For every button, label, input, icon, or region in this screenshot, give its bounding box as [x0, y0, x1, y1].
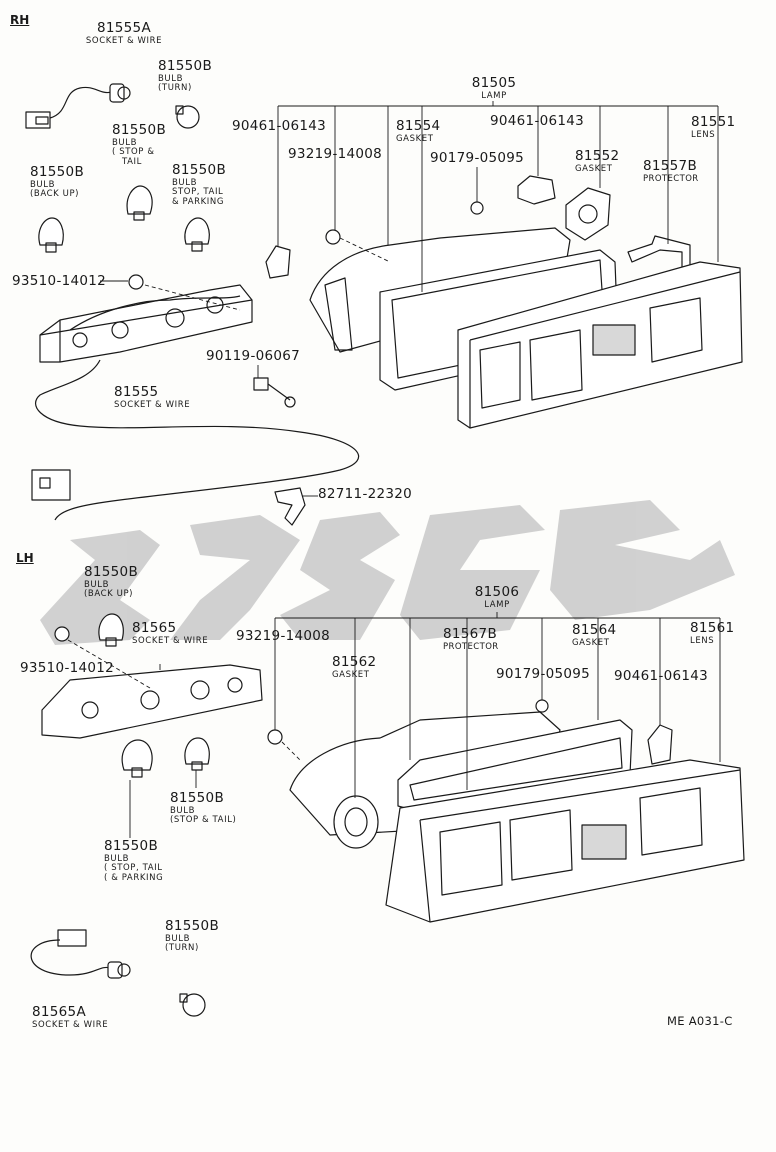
lh-bulb-backup-label: 81550B BULB (BACK UP)	[84, 564, 139, 599]
rh-socket-housing	[39, 284, 253, 363]
rh-socket-wire-label: 81555 SOCKET & WIRE	[114, 384, 191, 410]
rh-lens	[457, 261, 743, 429]
rh-bulb-stop-tail-parking	[184, 217, 210, 252]
rh-bulb-backup	[38, 217, 64, 253]
lh-screw-right	[647, 724, 673, 765]
rh-bolt-label: 90119-06067	[206, 348, 301, 364]
lh-screw-socket-label: 93510-14012	[20, 660, 115, 676]
lh-bulb-backup	[98, 613, 124, 647]
rh-screw-s-marker	[325, 229, 341, 245]
rh-lens-label: 81551 LENS	[691, 114, 736, 140]
rh-lamp-label: 81505 LAMP	[471, 75, 517, 101]
rh-socket-wire-a-label: 81555A SOCKET & WIRE	[85, 20, 163, 46]
lh-lens-label: 81561 LENS	[690, 620, 735, 646]
lh-bulb-stop-tail-parking	[121, 739, 153, 778]
diagram-code: ME A031-C	[667, 1014, 733, 1028]
lh-protector-label: 81567B PROTECTOR	[443, 626, 499, 652]
rh-clamp	[274, 487, 306, 526]
rh-screw-right	[517, 175, 556, 205]
rh-wire-harness	[31, 359, 360, 521]
lh-bulb-turn-label: 81550B BULB (TURN)	[165, 918, 220, 953]
lh-socket-wire-label: 81565 SOCKET & WIRE	[132, 620, 209, 646]
rh-nut	[470, 201, 484, 215]
rh-bolt	[253, 377, 296, 408]
lh-socket-housing	[41, 664, 263, 739]
lh-nut-label: 90179-05095	[496, 666, 591, 682]
rh-screw-90461-right-label: 90461-06143	[490, 113, 585, 129]
lh-gasket-81564-label: 81564 GASKET	[572, 622, 617, 648]
rh-clamp-label: 82711-22320	[318, 486, 413, 502]
rh-bulb-turn-label: 81550B BULB (TURN)	[158, 58, 213, 93]
rh-screw-90461	[265, 245, 291, 279]
rh-socket-wire-a	[25, 83, 131, 129]
lh-bulb-stop-tail-label: 81550B BULB (STOP & TAIL)	[170, 790, 237, 825]
rh-bulb-backup-label: 81550B BULB (BACK UP)	[30, 164, 85, 199]
rh-screw-90461-label: 90461-06143	[232, 118, 327, 134]
lh-bulb-turn	[179, 993, 206, 1017]
rh-bulb-turn	[175, 105, 200, 129]
lh-screw-90461-label: 90461-06143	[614, 668, 709, 684]
rh-gasket-81554-label: 81554 GASKET	[396, 118, 441, 144]
lh-bulb-stop-tail	[184, 737, 210, 771]
lh-socket-wire-a-label: 81565A SOCKET & WIRE	[32, 1004, 109, 1030]
lh-gasket-round	[333, 795, 379, 849]
rh-screw-socket-s-marker	[128, 274, 144, 290]
lh-screw-s-marker	[54, 626, 70, 642]
lh-bulb-stop-tail-parking-label: 81550B BULB ( STOP, TAIL ( & PARKING	[104, 838, 164, 883]
rh-screw-socket-label: 93510-14012	[12, 273, 107, 289]
rh-bulb-stop-tail-parking-label: 81550B BULB STOP, TAIL & PARKING	[172, 162, 227, 207]
rh-bulb-stop-tail	[126, 185, 153, 221]
lh-lamp-label: 81506 LAMP	[474, 584, 520, 610]
rh-protector	[627, 235, 691, 271]
lh-screw-93219-label: 93219-14008	[236, 628, 331, 644]
lh-socket-wire-a	[30, 929, 131, 979]
rh-gasket-81552-label: 81552 GASKET	[575, 148, 620, 174]
rh-screw-93219-label: 93219-14008	[288, 146, 383, 162]
rh-protector-label: 81557B PROTECTOR	[643, 158, 699, 184]
watermark-logo	[40, 500, 735, 645]
lh-lens	[385, 759, 745, 923]
lh-nut	[535, 699, 549, 713]
rh-gasket-small	[565, 187, 611, 241]
section-rh-label: RH	[10, 13, 30, 27]
rh-nut-label: 90179-05095	[430, 150, 525, 166]
lh-gasket-frame	[397, 719, 633, 813]
lh-gasket-81562-label: 81562 GASKET	[332, 654, 377, 680]
rh-bulb-stop-tail-label: 81550B BULB ( STOP & TAIL	[112, 122, 167, 167]
section-lh-label: LH	[16, 551, 34, 565]
lh-s-marker	[267, 729, 283, 745]
leader-lines	[67, 101, 721, 838]
